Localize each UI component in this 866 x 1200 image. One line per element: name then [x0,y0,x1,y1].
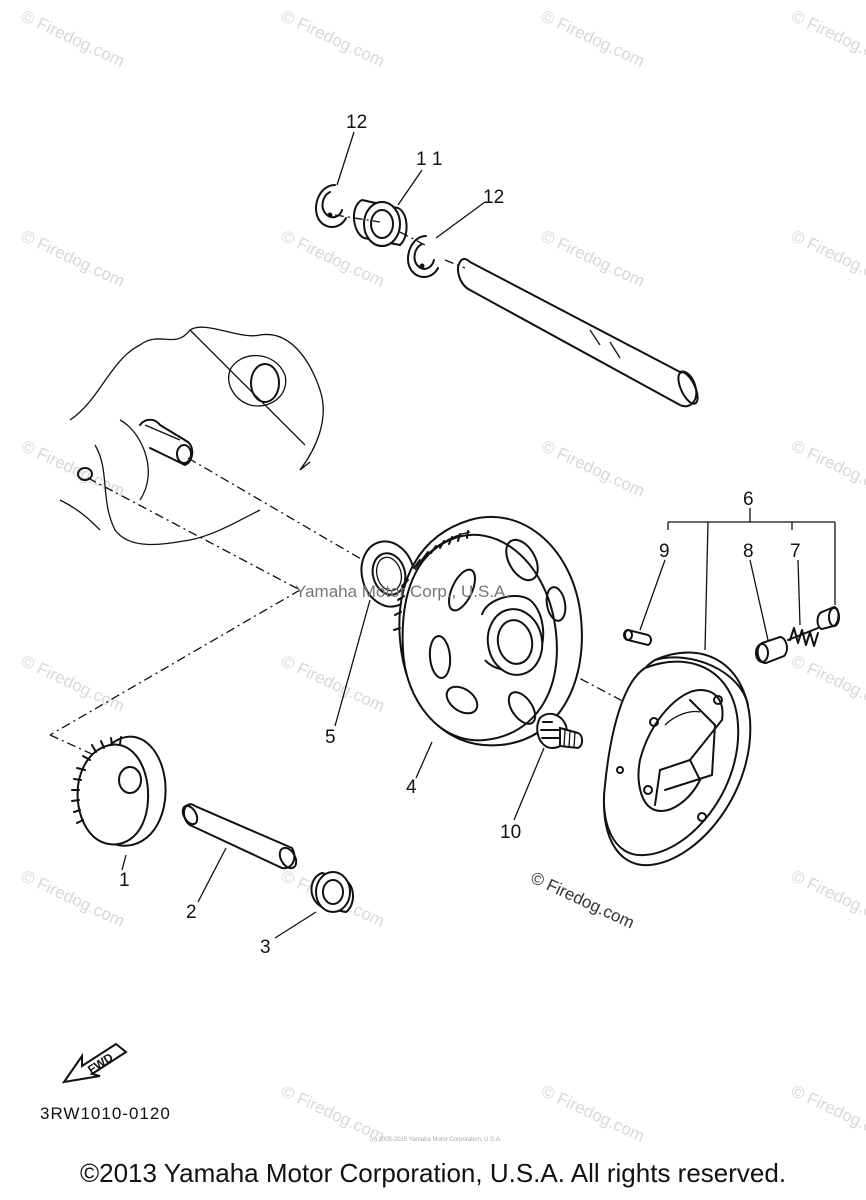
bearing-3 [310,871,354,914]
callout-numbers: 12 1 1 12 6 9 8 7 5 4 10 1 2 3 [119,112,801,958]
callout-3: 3 [260,937,271,958]
watermark-tile: © Firedog.com [788,436,866,500]
pin-9 [623,628,652,647]
callout-6: 6 [743,489,754,510]
mid-watermark: Yamaha Motor Corp., U.S.A. [295,582,511,601]
callout-9: 9 [659,541,670,562]
watermark-tile: © Firedog.com [538,436,647,500]
watermark-tile: © Firedog.com [788,226,866,290]
fine-print: (c) 2005-2015 Yamaha Motor Corporation, … [370,1137,502,1143]
copyright-notice: ©2013 Yamaha Motor Corporation, U.S.A. A… [79,1158,787,1188]
callout-5: 5 [325,727,336,748]
watermark-tile: © Firedog.com [788,866,866,930]
watermark-tile: © Firedog.com [788,651,866,715]
watermark-tile: © Firedog.com [278,6,387,70]
callout-1: 1 [119,870,130,891]
watermark-tile: © Firedog.com [538,1081,647,1145]
plunger-8 [755,635,788,664]
crankcase-outline [59,326,324,546]
callout-7: 7 [790,541,801,562]
watermark-tile: © Firedog.com [278,651,387,715]
collar-11 [353,198,408,247]
watermark-tile: © Firedog.com [538,6,647,70]
starter-clutch-housing-6 [602,651,752,867]
circlip-lower [407,235,439,278]
callout-12-upper: 12 [346,112,367,133]
callout-12-lower: 12 [483,187,504,208]
watermark-tile: © Firedog.com [18,866,127,930]
callout-10: 10 [500,822,521,843]
idler-gear-1 [71,735,167,847]
watermark-tile: © Firedog.com [18,6,127,70]
callout-2: 2 [186,902,197,923]
fwd-arrow-icon: FWD [61,1042,128,1084]
callout-8: 8 [743,541,754,562]
leader-lines [121,131,836,939]
watermark-tile: © Firedog.com [18,226,127,290]
callout-4: 4 [406,777,417,798]
watermark-tile: © Firedog.com [18,651,127,715]
circlip-upper [315,184,347,228]
watermark-tile: © Firedog.com [18,436,127,500]
part-code: 3RW1010-0120 [40,1104,171,1123]
callout-11: 1 1 [416,149,442,170]
starter-wheel-gear-4 [393,515,583,747]
starter-shaft [457,258,699,408]
watermark-tile: © Firedog.com [788,1081,866,1145]
bolt-10 [536,712,584,750]
idler-shaft-2 [181,803,298,870]
watermark-tile: © Firedog.com [538,226,647,290]
spring-cap [816,605,840,631]
assembly-center-lines [49,214,631,761]
spring-7 [787,627,819,647]
watermark-tile: © Firedog.com [788,6,866,70]
